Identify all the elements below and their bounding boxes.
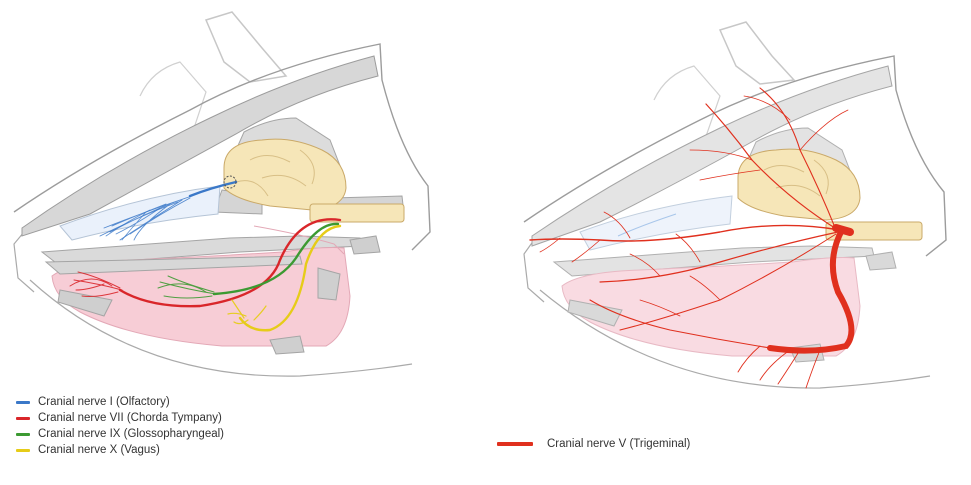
right-ear: [720, 22, 794, 84]
legend-label: Cranial nerve V (Trigeminal): [547, 438, 690, 450]
legend-label: Cranial nerve X (Vagus): [38, 444, 160, 456]
legend-swatch: [16, 401, 30, 404]
legend-item-glossopharyngeal: Cranial nerve IX (Glossopharyngeal): [16, 426, 224, 442]
legend-label: Cranial nerve I (Olfactory): [38, 396, 170, 408]
left-head-panel: [14, 12, 430, 376]
legend-swatch: [16, 449, 30, 452]
legend-item-olfactory: Cranial nerve I (Olfactory): [16, 394, 224, 410]
left-ear: [206, 12, 286, 82]
legend-label: Cranial nerve IX (Glossopharyngeal): [38, 428, 224, 440]
legend-item-trigeminal: Cranial nerve V (Trigeminal): [497, 436, 690, 452]
right-head-panel: [524, 22, 946, 388]
legend-left: Cranial nerve I (Olfactory) Cranial nerv…: [16, 394, 224, 458]
legend-label: Cranial nerve VII (Chorda Tympany): [38, 412, 222, 424]
legend-swatch: [16, 417, 30, 420]
legend-item-vagus: Cranial nerve X (Vagus): [16, 442, 224, 458]
legend-swatch: [497, 442, 533, 446]
legend-swatch: [16, 433, 30, 436]
legend-item-chorda-tympany: Cranial nerve VII (Chorda Tympany): [16, 410, 224, 426]
legend-right: Cranial nerve V (Trigeminal): [497, 436, 690, 452]
